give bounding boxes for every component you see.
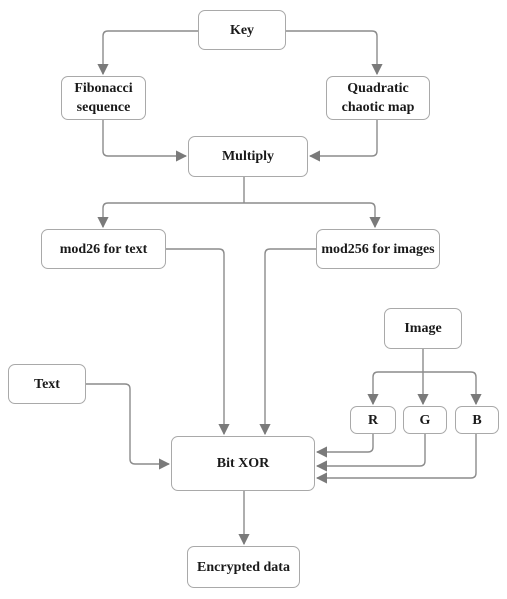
r-label: R — [367, 412, 379, 428]
key-node: Key — [198, 10, 286, 50]
edge-quadratic-multiply — [308, 120, 378, 162]
edge-multiply-mod26 — [97, 202, 244, 229]
fibonacci-label: Fibonacci sequence — [74, 81, 133, 115]
edge-fibonacci-multiply — [102, 120, 188, 162]
b-label: B — [472, 412, 482, 428]
mod26-label: mod26 for text — [59, 241, 148, 257]
edge-g-bitxor — [315, 434, 426, 472]
edge-multiply-mod256 — [244, 202, 381, 229]
b-node: B — [455, 406, 499, 434]
edge-text-bitxor — [86, 383, 171, 470]
mod256-label: mod256 for images — [321, 241, 435, 257]
r-node: R — [350, 406, 396, 434]
quadratic-node: Quadratic chaotic map — [326, 76, 430, 120]
edge-r-bitxor — [315, 434, 374, 458]
text-label: Text — [34, 376, 60, 392]
edge-image-b — [423, 371, 482, 406]
edge-mod26-bitxor — [166, 248, 230, 436]
multiply-node: Multiply — [188, 136, 308, 177]
bitxor-node: Bit XOR — [171, 436, 315, 491]
edge-image-r — [367, 371, 423, 406]
bitxor-label: Bit XOR — [216, 456, 270, 471]
quadratic-label: Quadratic chaotic map — [341, 81, 415, 115]
fibonacci-node: Fibonacci sequence — [61, 76, 146, 120]
image-label: Image — [404, 321, 442, 336]
edge-b-bitxor — [315, 434, 477, 484]
edge-key-fibonacci — [97, 30, 198, 76]
edge-key-quadratic — [286, 30, 383, 76]
edge-mod256-bitxor — [259, 248, 316, 436]
encrypted-node: Encrypted data — [187, 546, 300, 588]
encrypted-label: Encrypted data — [197, 559, 290, 575]
key-label: Key — [229, 22, 255, 38]
g-label: G — [419, 412, 431, 428]
mod256-node: mod256 for images — [316, 229, 440, 269]
multiply-label: Multiply — [221, 149, 275, 164]
text-node: Text — [8, 364, 86, 404]
mod26-node: mod26 for text — [41, 229, 166, 269]
g-node: G — [403, 406, 447, 434]
image-node: Image — [384, 308, 462, 349]
